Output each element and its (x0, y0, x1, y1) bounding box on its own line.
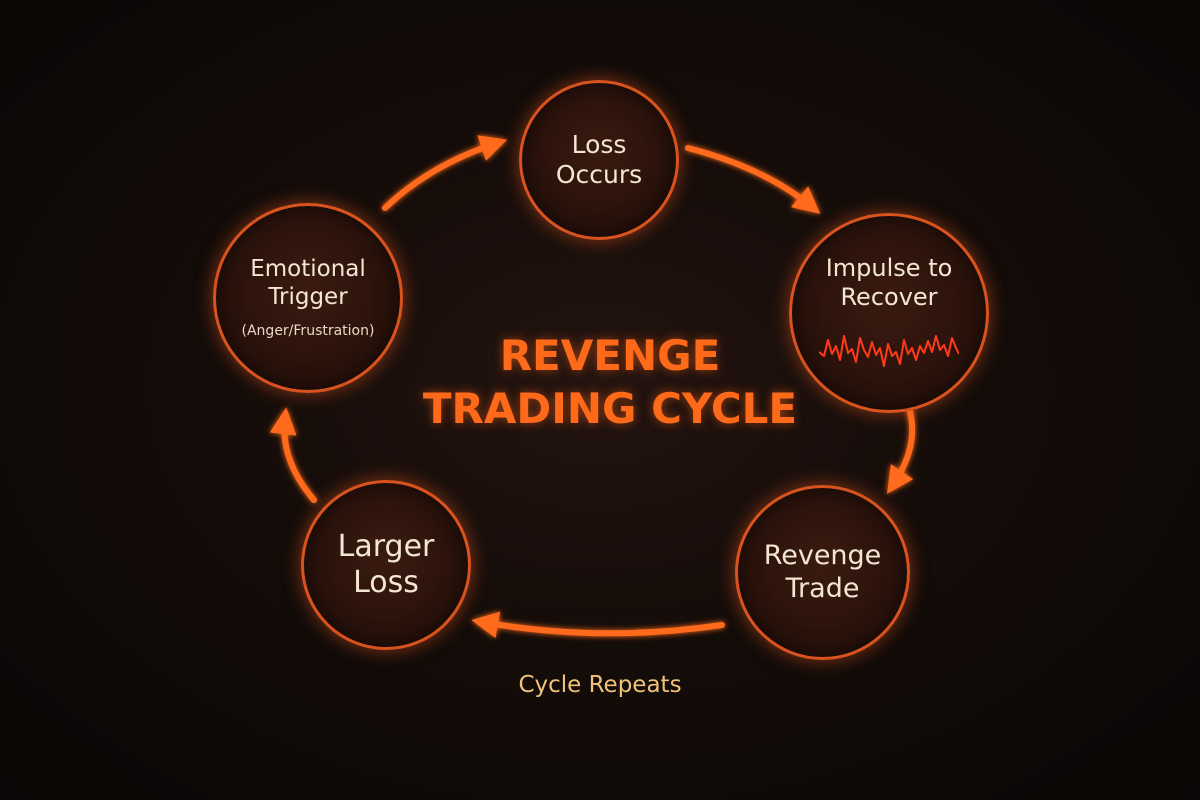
node-revenge-line1: Revenge (763, 540, 882, 572)
node-loss-line2: Occurs (555, 160, 643, 189)
node-loss-line1: Loss (571, 130, 627, 159)
arrow-impulse-to-revenge (886, 405, 916, 494)
node-larger-line2: Loss (353, 565, 419, 600)
node-emotional-subtitle: (Anger/Frustration) (241, 323, 375, 340)
node-larger-line1: Larger (337, 529, 435, 564)
diagram-title-line1: REVENGE (499, 331, 721, 380)
price-volatility-icon (819, 334, 959, 367)
node-loss-occurs: Loss Occurs (519, 80, 679, 240)
node-emotional-line2: Trigger (268, 283, 348, 310)
node-impulse-to-recover: Impulse to Recover (789, 213, 989, 413)
node-revenge-trade: Revenge Trade (735, 485, 910, 660)
node-emotional-line1: Emotional (250, 256, 366, 282)
node-revenge-line2: Trade (785, 572, 860, 604)
arrow-loss-to-impulse (685, 145, 821, 214)
node-impulse-line1: Impulse to (825, 254, 953, 283)
diagram-title-line2: TRADING CYCLE (422, 383, 798, 433)
arrow-larger-to-emotional (269, 407, 317, 503)
node-impulse-line2: Recover (840, 283, 938, 311)
arrow-emotional-to-loss (382, 135, 508, 211)
node-emotional-trigger: Emotional Trigger (Anger/Frustration) (213, 203, 403, 393)
diagram-title: REVENGE TRADING CYCLE (380, 330, 840, 435)
node-larger-loss: Larger Loss (301, 480, 471, 650)
arrow-revenge-to-larger (471, 611, 725, 639)
cycle-repeats-label: Cycle Repeats (518, 672, 682, 698)
